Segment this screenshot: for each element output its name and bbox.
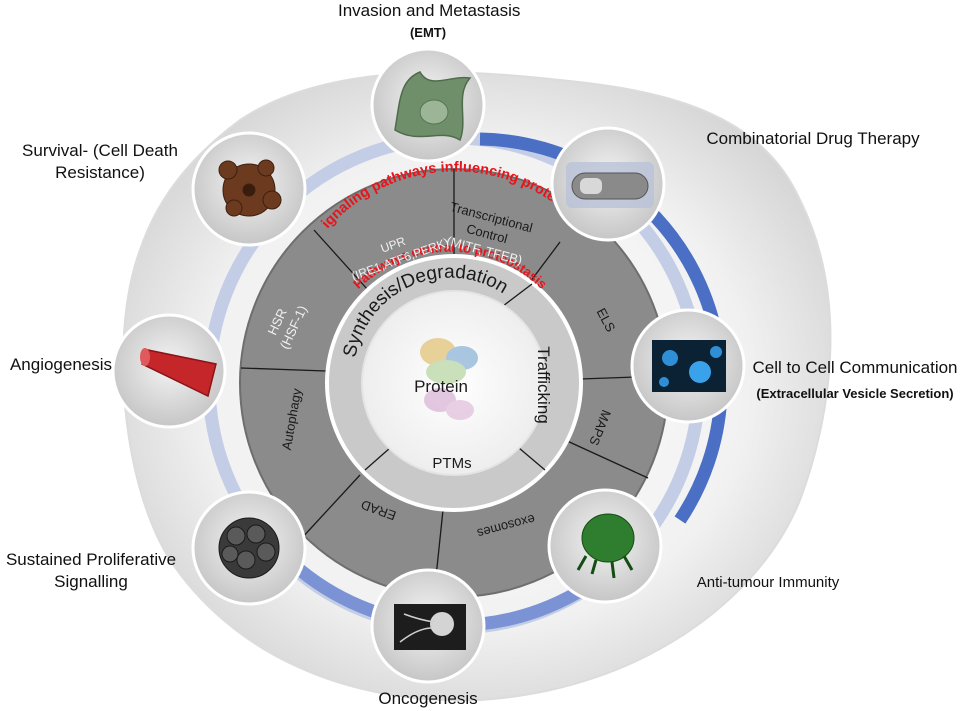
node-survival bbox=[191, 131, 307, 247]
cell-comm-text: Cell to Cell Communication bbox=[752, 358, 958, 377]
survival-line1: Survival- (Cell Death bbox=[22, 141, 178, 160]
immune-cell-icon bbox=[576, 513, 635, 579]
label-drug-therapy: Combinatorial Drug Therapy bbox=[706, 129, 920, 148]
node-proliferative bbox=[191, 490, 307, 606]
outer-ring-blue-right bbox=[479, 132, 728, 524]
trafficking-label: Trafficking bbox=[534, 346, 553, 423]
node-immunity bbox=[547, 488, 663, 604]
label-proliferative: Sustained Proliferative Signalling bbox=[4, 549, 178, 593]
node-invasion bbox=[370, 47, 486, 163]
tumour-cell-icon bbox=[394, 604, 466, 650]
apoptotic-cell-icon bbox=[218, 159, 282, 217]
label-oncogenesis: Oncogenesis bbox=[378, 689, 478, 708]
inner-dividers bbox=[364, 283, 546, 471]
proliferative-line2: Signalling bbox=[54, 572, 128, 591]
label-survival: Survival- (Cell Death Resistance) bbox=[20, 140, 180, 184]
protein-icon bbox=[420, 338, 478, 420]
invasion-sub-text: (EMT) bbox=[409, 25, 447, 40]
label-immunity: Anti-tumour Immunity bbox=[696, 574, 840, 591]
protein-label: Protein bbox=[414, 377, 468, 396]
node-cell-communication bbox=[630, 308, 746, 424]
node-drug-therapy bbox=[550, 126, 666, 242]
node-angiogenesis bbox=[111, 313, 227, 429]
ptms-label: PTMs bbox=[432, 455, 471, 472]
proliferating-cluster-icon bbox=[218, 517, 280, 579]
node-oncogenesis bbox=[370, 568, 486, 684]
label-angiogenesis: Angiogenesis bbox=[9, 355, 113, 374]
proliferative-line1: Sustained Proliferative bbox=[5, 550, 177, 569]
center-circle bbox=[361, 290, 547, 476]
label-cell-communication: Cell to Cell Communication (Extracellula… bbox=[746, 357, 964, 405]
invasion-text: Invasion and Metastasis bbox=[338, 1, 521, 20]
cell-comm-sub-text: (Extracellular Vesicle Secretion) bbox=[756, 386, 954, 401]
survival-line2: Resistance) bbox=[55, 163, 145, 182]
label-invasion: Invasion and Metastasis (EMT) bbox=[338, 0, 521, 44]
